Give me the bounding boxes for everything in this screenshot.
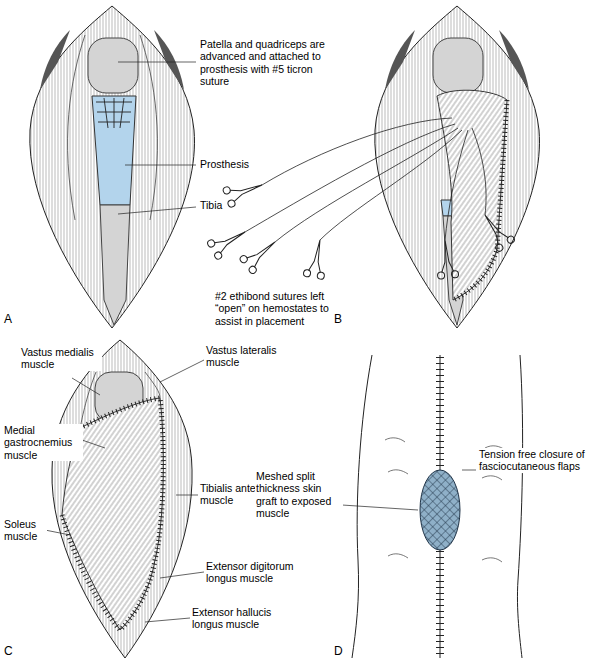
hemostat	[206, 223, 250, 260]
hamstring-shade	[385, 30, 415, 90]
callout-label: Meshed split thickness skin graft to exp…	[255, 470, 343, 520]
panel-c-leg	[45, 340, 204, 658]
panel-d-knee	[342, 355, 523, 658]
suture-strand	[245, 118, 486, 242]
ticron-suture	[96, 98, 132, 128]
gastrocnemius-flap	[437, 90, 507, 300]
leg-outline	[30, 6, 195, 328]
hamstring-shade	[40, 30, 70, 90]
muscle-border	[68, 35, 158, 220]
hemostat	[222, 175, 265, 208]
skin-graft	[420, 470, 460, 550]
panel-letter: C	[4, 644, 24, 658]
leader-line	[342, 470, 476, 510]
tibia	[100, 205, 130, 325]
hemostat	[239, 234, 282, 275]
callout-label: Soleus muscle	[3, 518, 47, 543]
prosthesis	[92, 96, 136, 205]
callout-label: Medial gastrocnemius muscle	[3, 424, 83, 461]
leader-line	[45, 360, 204, 622]
patella	[88, 38, 138, 93]
hemostat	[476, 209, 515, 253]
hemostat	[435, 239, 459, 279]
callout-label: Extensor digitorum longus muscle	[206, 560, 306, 585]
hemostat	[303, 238, 330, 280]
leader-line	[118, 62, 196, 214]
stitch-line	[453, 100, 507, 300]
hamstring-shade	[499, 30, 529, 90]
callout-label: Vastus lateralis muscle	[206, 344, 291, 369]
callout-label: #2 ethibond sutures left “open” on hemos…	[215, 290, 337, 327]
panel-letter: D	[334, 644, 354, 658]
skin-outline	[517, 355, 522, 658]
hamstring-shade	[154, 30, 184, 90]
patella	[433, 38, 483, 93]
callout-label: Tibia	[200, 199, 260, 211]
leg-outline	[52, 340, 192, 658]
callout-label: Extensor hallucis longus muscle	[192, 606, 292, 631]
callout-label: Vastus medialis muscle	[20, 346, 102, 371]
panel-letter: B	[334, 312, 354, 326]
callout-label: Patella and quadriceps are advanced and …	[200, 38, 338, 88]
panel-letter: A	[4, 312, 24, 326]
callout-label: Tension free closure of fasciocutaneous …	[478, 448, 592, 473]
callout-label: Prosthesis	[200, 158, 290, 170]
panel-a-leg	[30, 6, 196, 328]
